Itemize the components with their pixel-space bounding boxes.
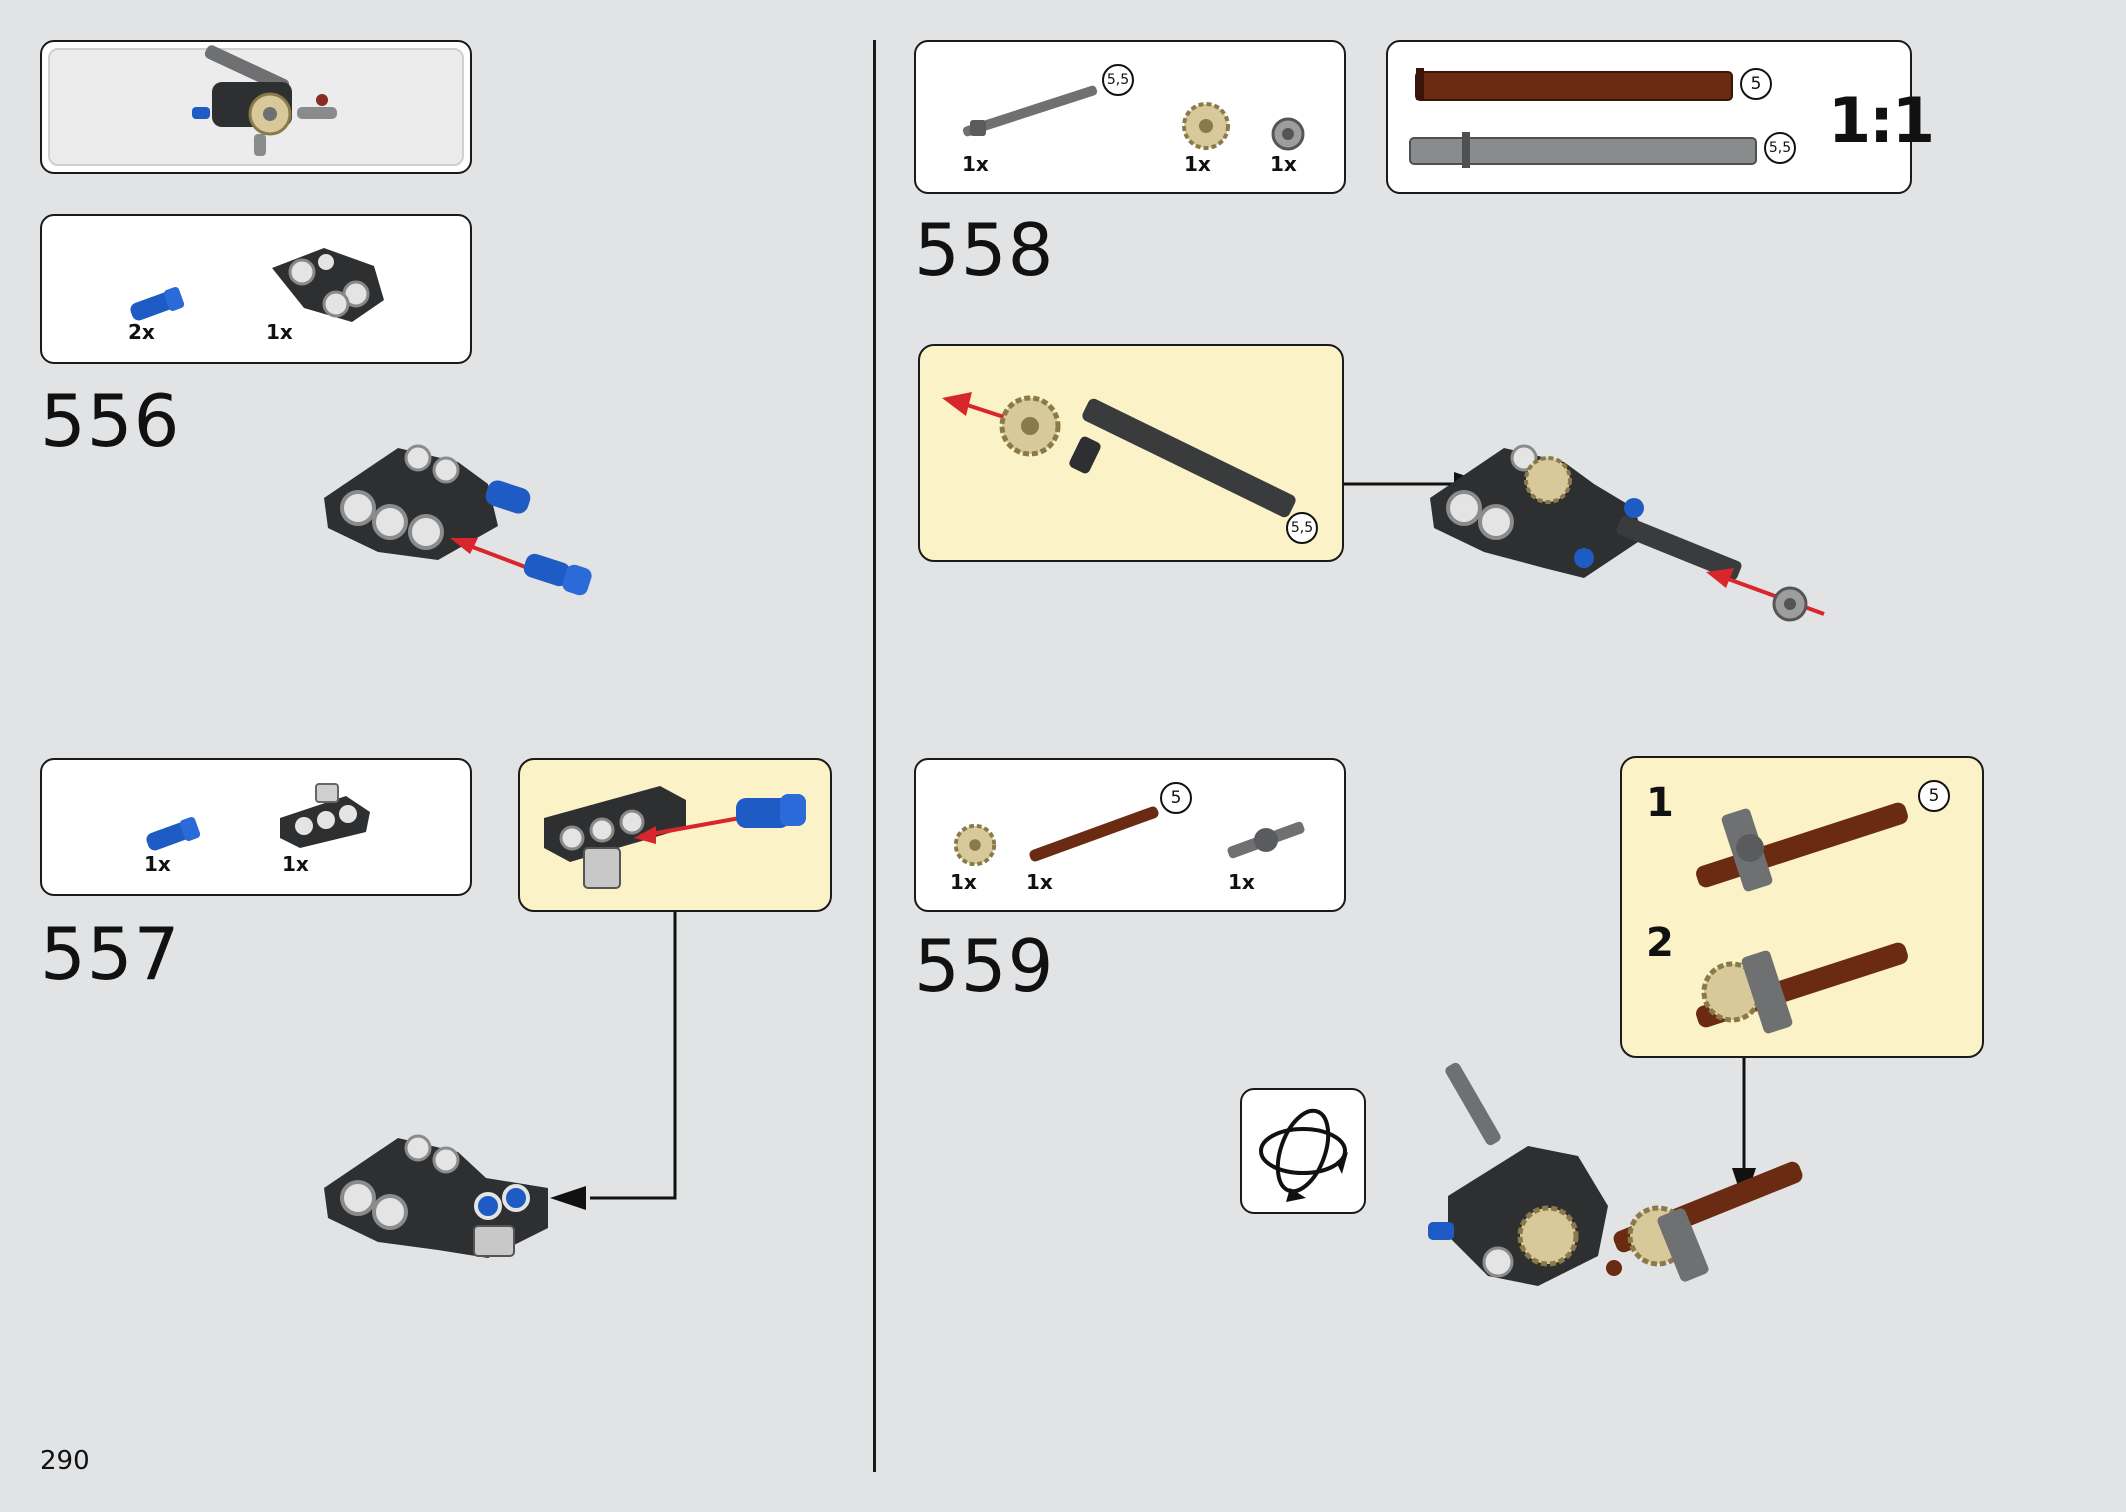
liftarm-3l-part-icon <box>280 783 370 848</box>
axle-length-badge: 5 <box>1918 780 1950 812</box>
submodel-preview-box <box>40 40 472 174</box>
gear-12t-part-icon <box>953 823 997 867</box>
step-number: 556 <box>40 379 181 463</box>
step-number: 559 <box>914 924 1055 1008</box>
blue-pin-part-icon <box>146 817 201 851</box>
step-556-assembly-image <box>324 444 592 596</box>
axle-with-gear-image <box>942 392 1296 518</box>
step-556-parts-list: 2x 1x <box>40 214 472 364</box>
part-qty: 1x <box>962 152 989 176</box>
part-qty: 1x <box>282 852 309 876</box>
substep-1-image <box>1696 802 1908 892</box>
step-558-assembly-image <box>1430 444 1825 622</box>
page-divider <box>873 40 876 1472</box>
axle-length-badge: 5 <box>1740 68 1772 100</box>
step-557-parts-list: 1x 1x <box>40 758 472 896</box>
gear-12t-part-icon <box>1182 102 1230 150</box>
part-qty: 1x <box>1026 870 1053 894</box>
step-557-assembly-image <box>324 1134 548 1258</box>
bush-part-icon <box>1271 117 1305 151</box>
step-559-assembly-image <box>1428 1062 1803 1286</box>
liftarm-with-pin-image <box>544 786 806 889</box>
brown-axle-scale-image <box>1415 68 1733 101</box>
substep-2-image <box>1696 942 1908 1034</box>
axle-length-badge: 5,5 <box>1286 512 1318 544</box>
step-558-subassembly-callout: 5,5 <box>918 344 1344 562</box>
axle-length-badge: 5,5 <box>1764 132 1796 164</box>
rotate-model-indicator <box>1240 1088 1366 1214</box>
rotate-icon <box>1259 1108 1348 1202</box>
brown-axle-part-icon <box>1029 806 1159 862</box>
scale-ratio-label: 1:1 <box>1828 84 1935 157</box>
submodel-preview-image <box>192 45 337 156</box>
step-number: 558 <box>914 208 1055 292</box>
axle-length-badge: 5,5 <box>1102 64 1134 96</box>
axle-part-icon <box>962 85 1098 137</box>
part-qty: 1x <box>1184 152 1211 176</box>
axle-connector-part-icon <box>1227 821 1305 859</box>
part-qty: 1x <box>144 852 171 876</box>
grey-axle-scale-image <box>1409 132 1757 168</box>
part-qty: 1x <box>1228 870 1255 894</box>
step-559-parts-list: 1x 5 1x 1x <box>914 758 1346 912</box>
part-qty: 1x <box>950 870 977 894</box>
part-qty: 1x <box>1270 152 1297 176</box>
callout-connector-arrow <box>550 912 677 1210</box>
page-number: 290 <box>40 1446 90 1476</box>
step-557-subassembly-callout <box>518 758 832 912</box>
axle-length-badge: 5 <box>1160 782 1192 814</box>
part-qty: 2x <box>128 320 155 344</box>
substep-number: 2 <box>1646 920 1674 966</box>
blue-pin-part-icon <box>130 287 185 321</box>
liftarm-part-icon <box>272 248 384 322</box>
part-qty: 1x <box>266 320 293 344</box>
scale-reference-box: 5 5,5 1:1 <box>1386 40 1935 194</box>
substep-number: 1 <box>1646 780 1674 826</box>
step-559-substeps-callout: 1 5 2 <box>1620 756 1984 1058</box>
step-558-parts-list: 5,5 1x 1x 1x <box>914 40 1346 194</box>
step-number: 557 <box>40 912 181 996</box>
